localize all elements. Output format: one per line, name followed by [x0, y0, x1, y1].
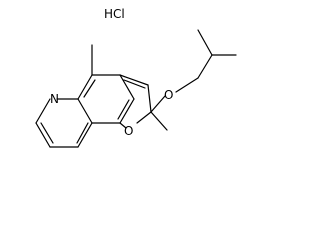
nitrogen-atom-label: N	[50, 92, 59, 106]
furan-ring	[119, 74, 152, 129]
chemical-structure-diagram: HCl N O	[35, 7, 237, 148]
benzene-ring	[35, 98, 93, 148]
pyridine-ring	[56, 74, 135, 124]
isobutoxyethyl-side-chain	[150, 29, 237, 131]
ether-oxygen-label: O	[164, 88, 173, 102]
salt-label: HCl	[104, 7, 125, 21]
furan-oxygen-label: O	[124, 124, 133, 138]
